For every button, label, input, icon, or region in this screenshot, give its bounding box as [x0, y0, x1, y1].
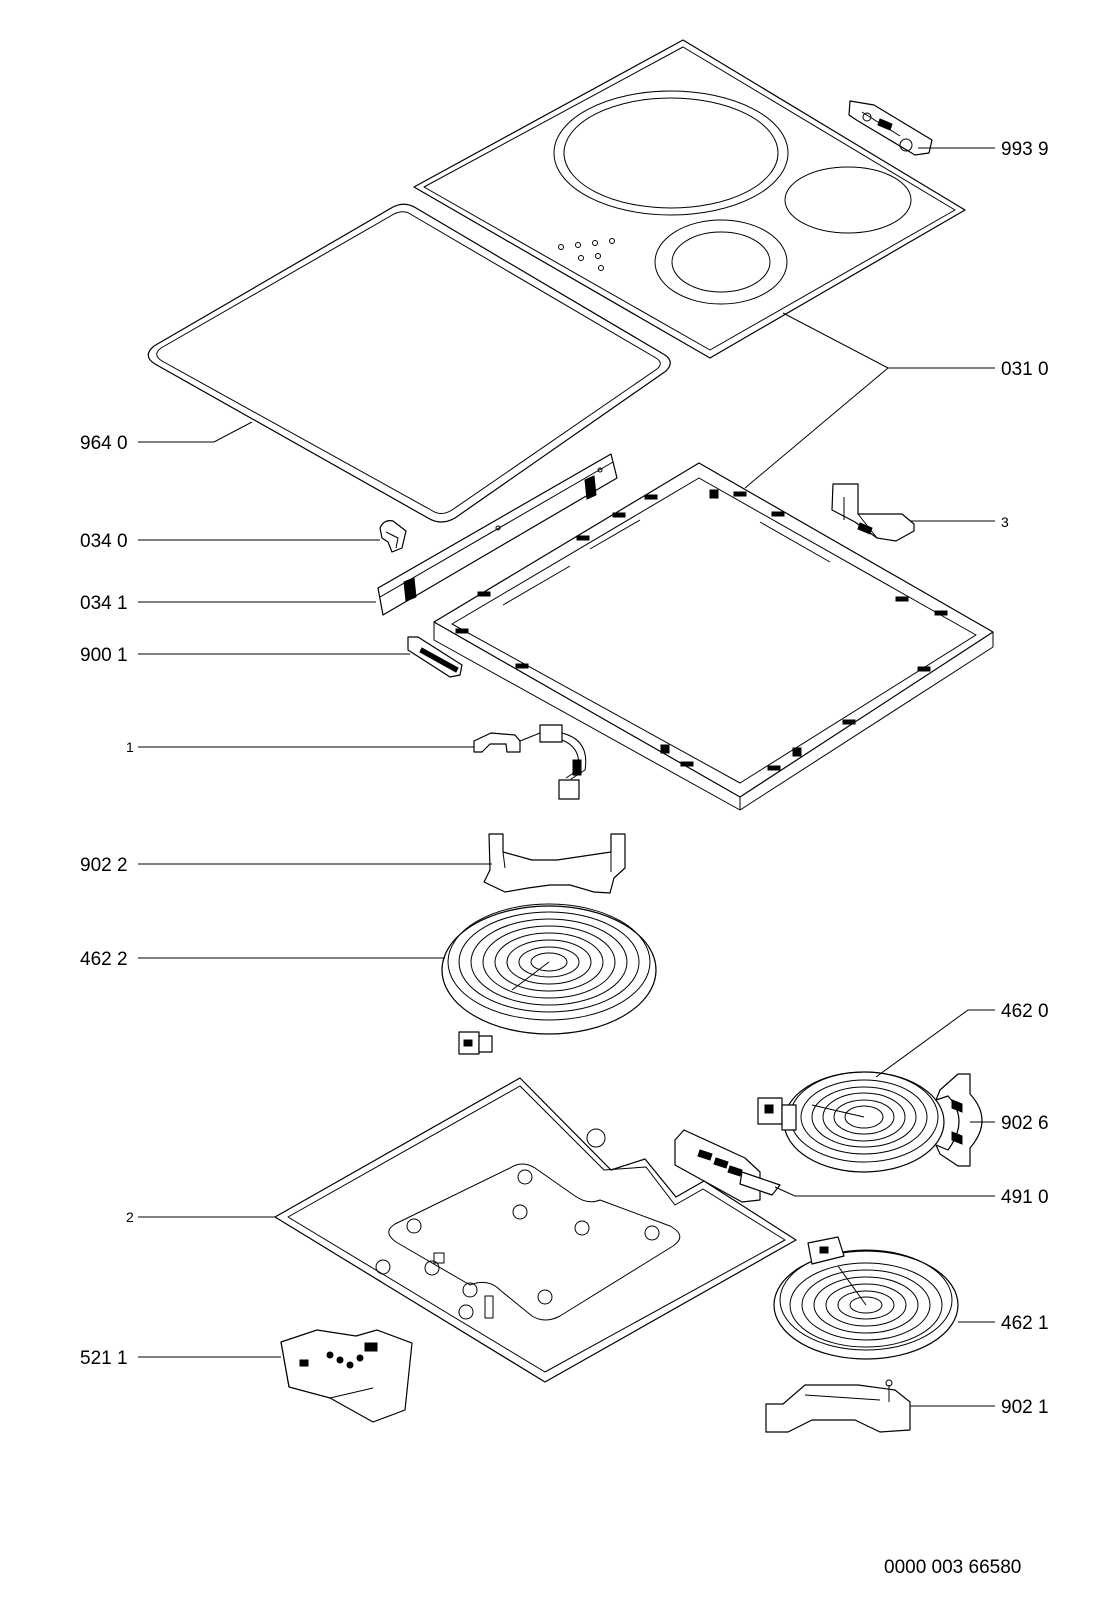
frame-slots [455, 489, 948, 771]
mounting-frame [433, 462, 994, 811]
callout-1: 1 [126, 739, 134, 755]
bracket-part-3 [831, 483, 915, 542]
heating-element-4621 [773, 1236, 959, 1360]
callout-4910: 491 0 [1001, 1187, 1049, 1208]
callout-9026: 902 6 [1001, 1113, 1049, 1134]
gasket-seal [147, 203, 671, 523]
callout-0341: 034 1 [80, 593, 128, 614]
bracket-part-9022 [483, 833, 626, 894]
callout-4620: 462 0 [1001, 1001, 1049, 1022]
callout-0310: 031 0 [1001, 359, 1049, 380]
callout-3: 3 [1001, 514, 1009, 530]
callout-9640: 964 0 [80, 433, 128, 454]
control-rail-0341 [377, 453, 618, 616]
ceramic-glass-top [413, 39, 966, 359]
document-number: 0000 003 66580 [884, 1557, 1021, 1578]
heating-element-4620 [757, 1071, 945, 1173]
leader-lines [138, 147, 995, 1407]
callout-labels: 993 9 031 0 964 0 034 0 3 034 1 900 1 1 … [80, 139, 1049, 1418]
callout-0340: 034 0 [80, 531, 128, 552]
control-dots [558, 238, 615, 271]
callout-9939: 993 9 [1001, 139, 1049, 160]
callout-9022: 902 2 [80, 855, 128, 876]
heating-element-4622 [441, 903, 657, 1055]
clip-part-0340 [379, 520, 407, 553]
callout-4621: 462 1 [1001, 1313, 1049, 1334]
callout-2: 2 [126, 1209, 134, 1225]
callout-9001: 900 1 [80, 645, 128, 666]
base-plate [274, 1077, 797, 1383]
control-module-5211 [280, 1329, 413, 1423]
wire-harness-part-1 [473, 724, 587, 800]
bracket-part-9939 [848, 100, 933, 156]
callout-9021: 902 1 [1001, 1397, 1049, 1418]
callout-4622: 462 2 [80, 949, 128, 970]
bracket-part-9026 [935, 1073, 983, 1167]
base-bolts [375, 1128, 660, 1320]
connector-part-9001 [407, 636, 463, 678]
module-components [299, 1342, 378, 1369]
bracket-part-9021 [765, 1379, 911, 1433]
switch-block-4910 [674, 1129, 781, 1203]
callout-5211: 521 1 [80, 1348, 128, 1369]
